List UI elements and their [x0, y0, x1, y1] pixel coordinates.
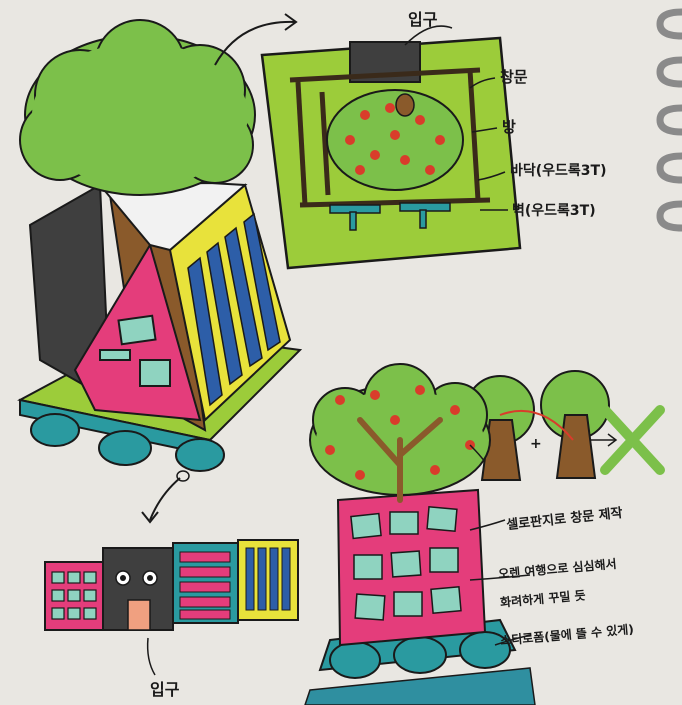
- label-room: 방: [502, 116, 516, 137]
- label-entrance-top: 입구: [408, 6, 437, 30]
- arrow-to-strip: [150, 478, 180, 520]
- label-window: 창문: [500, 66, 528, 87]
- unfolded-walls: [45, 540, 298, 630]
- tree-comparison: [466, 371, 660, 480]
- label-wall: 벽(우드록3T): [512, 200, 596, 220]
- house-3d-sketch: [20, 20, 300, 471]
- label-plus: +: [530, 436, 542, 452]
- label-entrance-bottom: 입구: [150, 676, 179, 700]
- label-floor: 바닥(우드록3T): [510, 160, 607, 180]
- floor-plan: [262, 38, 520, 268]
